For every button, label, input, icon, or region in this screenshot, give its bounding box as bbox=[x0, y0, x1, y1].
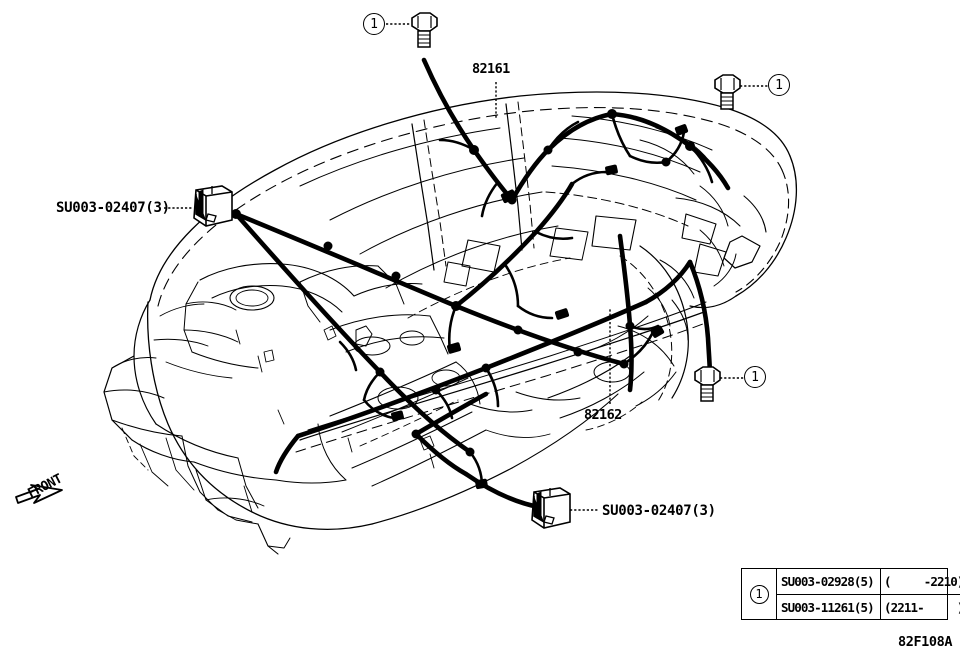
legend-row-2: SU003-11261(5) (2211- ) bbox=[777, 594, 960, 619]
legend-part-number-1: SU003-02928(5) bbox=[777, 569, 881, 594]
bolt-callout-top-right: 1 bbox=[768, 74, 790, 96]
label-harness-82161: 82161 bbox=[472, 61, 510, 77]
bolt-icon-top-right bbox=[714, 74, 741, 110]
harness-clip-dots bbox=[231, 109, 695, 512]
legend-callout-symbol: 1 bbox=[749, 584, 769, 604]
legend-row-1: SU003-02928(5) ( -2210) bbox=[777, 569, 960, 594]
bolt-icon-top-left bbox=[411, 12, 438, 48]
label-clip-left: SU003-02407(3) bbox=[56, 200, 170, 216]
figure-id-label: 82F108A bbox=[898, 634, 953, 650]
bolt-callout-top-left: 1 bbox=[363, 13, 385, 35]
legend-range-2: (2211- ) bbox=[884, 599, 960, 615]
legend-table: 1 SU003-02928(5) ( -2210) SU003-11261(5)… bbox=[741, 568, 960, 620]
label-harness-82162: 82162 bbox=[584, 407, 622, 423]
wire-harness-82162 bbox=[233, 211, 713, 511]
legend-symbol-cell: 1 bbox=[742, 569, 777, 619]
legend-part-number-2: SU003-11261(5) bbox=[777, 595, 881, 619]
bolt-icon-right bbox=[694, 366, 721, 402]
harness-connectors bbox=[390, 124, 689, 490]
clip-icon-left bbox=[193, 185, 233, 227]
label-clip-bottom: SU003-02407(3) bbox=[602, 503, 716, 519]
front-direction-arrow bbox=[15, 484, 63, 504]
clip-icon-bottom bbox=[531, 487, 571, 529]
bolt-callout-right: 1 bbox=[744, 366, 766, 388]
legend-rows: SU003-02928(5) ( -2210) SU003-11261(5) (… bbox=[777, 569, 960, 619]
leader-lines bbox=[164, 23, 768, 511]
legend-range-1: ( -2210) bbox=[884, 574, 960, 589]
